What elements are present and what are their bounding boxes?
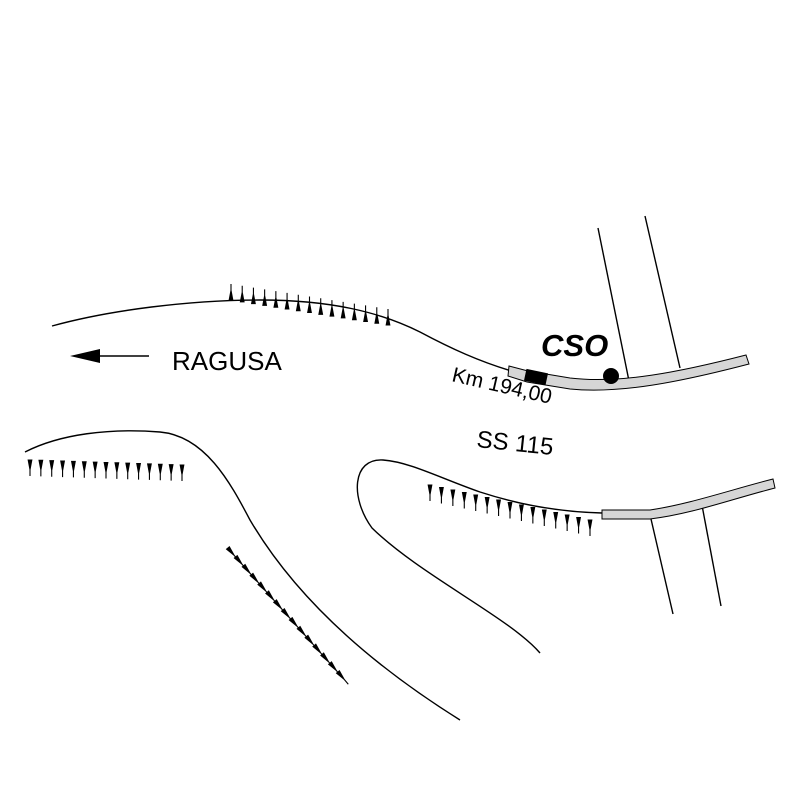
slope-tick (262, 289, 268, 306)
slope-tick (307, 296, 312, 314)
slope-tick (427, 484, 433, 501)
slope-tick (340, 301, 346, 319)
slope-tick (484, 496, 490, 514)
road-edge-upper (51, 299, 516, 373)
slope-tick (228, 284, 234, 301)
slope-tick (329, 300, 335, 317)
site-marker-icon (603, 368, 619, 384)
kilometre-marker-icon (523, 368, 549, 386)
slope-tick (60, 460, 66, 478)
slope-tick (27, 459, 33, 476)
slope-tick (438, 486, 444, 504)
slope-tick (318, 298, 324, 315)
slope-tick (363, 305, 369, 322)
slope-tick (250, 287, 256, 305)
slope-tick (125, 462, 131, 480)
slope-tick (335, 669, 349, 685)
slope-hatch-lower (427, 484, 593, 536)
arrow-left-icon (70, 349, 149, 363)
slope-tick (385, 309, 391, 326)
slope-tick (70, 460, 76, 478)
slope-tick (530, 506, 536, 524)
crossing-road-line-upper-left (597, 227, 630, 382)
kilometre-label: Km 194,00 (450, 363, 554, 408)
slope-tick (564, 514, 570, 531)
slope-tick (473, 494, 479, 511)
crossing-road-line-lower-right (700, 499, 722, 607)
slope-hatch-left (27, 459, 185, 481)
slope-tick (295, 294, 301, 312)
slope-tick (114, 462, 120, 479)
guardrail-lower (601, 478, 776, 520)
slope-tick (103, 461, 109, 479)
crossing-road-line-lower-left (650, 518, 674, 615)
slope-tick (351, 303, 357, 321)
slope-tick (49, 460, 55, 477)
slope-tick (81, 461, 87, 478)
site-label: CSO (541, 328, 608, 363)
slope-tick (576, 516, 582, 534)
slope-tick (461, 491, 467, 509)
slope-tick (587, 519, 593, 536)
slope-tick (273, 291, 279, 308)
slope-tick (496, 499, 502, 516)
slope-hatch-top (228, 284, 391, 326)
crossing-road-line-upper-right (644, 215, 681, 369)
slope-tick (168, 464, 174, 481)
road-label: SS 115 (475, 426, 554, 461)
slope-tick (136, 463, 142, 480)
slope-tick (553, 511, 559, 529)
side-road-curve (24, 430, 461, 721)
city-label: RAGUSA (172, 346, 282, 376)
slope-tick (450, 489, 456, 506)
slope-tick (541, 509, 547, 526)
slope-tick (518, 504, 524, 521)
slope-tick (157, 463, 163, 481)
slope-tick (146, 463, 152, 480)
slope-tick (239, 285, 245, 303)
slope-tick (92, 461, 98, 479)
slope-tick (507, 501, 513, 519)
road-edge-lower (356, 459, 603, 654)
slope-tick (38, 459, 44, 477)
slope-hatch-diagonal (225, 545, 349, 685)
slope-tick (179, 464, 185, 481)
